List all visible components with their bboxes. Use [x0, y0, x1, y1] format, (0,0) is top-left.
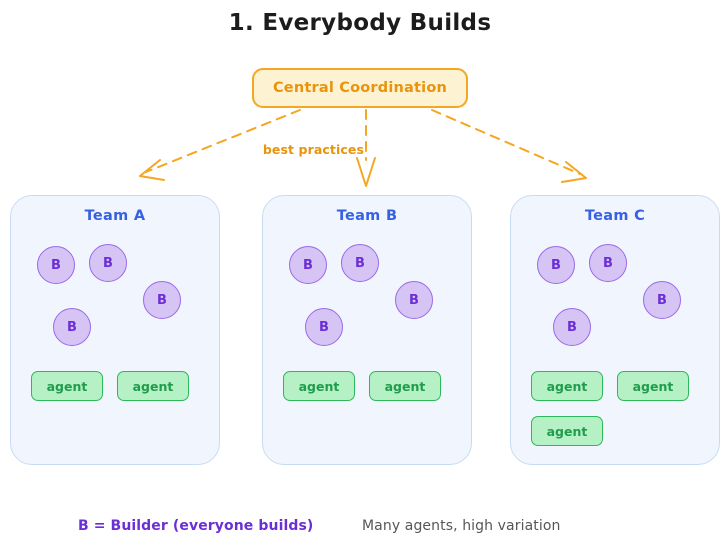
agent-node[interactable]: agent	[117, 371, 189, 401]
team-panel-b[interactable]: Team B B B B B agent agent	[262, 195, 472, 465]
builder-label: B	[67, 319, 77, 335]
legend-note: Many agents, high variation	[362, 518, 561, 534]
central-coordination-node[interactable]: Central Coordination	[252, 68, 468, 108]
team-title-c: Team C	[584, 208, 646, 224]
builder-label: B	[355, 255, 365, 271]
builder-node[interactable]: B	[143, 281, 181, 319]
builder-node[interactable]: B	[37, 246, 75, 284]
builder-node[interactable]: B	[89, 244, 127, 282]
agent-node[interactable]: agent	[531, 371, 603, 401]
builder-node[interactable]: B	[537, 246, 575, 284]
builder-label: B	[303, 257, 313, 273]
builder-label: B	[657, 292, 667, 308]
builder-label: B	[103, 255, 113, 271]
builder-node[interactable]: B	[589, 244, 627, 282]
team-panel-c[interactable]: Team C B B B B agent agent agent	[510, 195, 720, 465]
agent-node[interactable]: agent	[369, 371, 441, 401]
central-coordination-label: Central Coordination	[272, 80, 448, 96]
builder-label: B	[51, 257, 61, 273]
agent-node[interactable]: agent	[31, 371, 103, 401]
builder-label: B	[157, 292, 167, 308]
builder-label: B	[603, 255, 613, 271]
builder-node[interactable]: B	[395, 281, 433, 319]
arrow-to-team-c	[431, 109, 587, 183]
builder-node[interactable]: B	[553, 308, 591, 346]
agent-label: agent	[384, 378, 426, 394]
agent-node[interactable]: agent	[617, 371, 689, 401]
agent-label: agent	[632, 378, 674, 394]
builder-node[interactable]: B	[305, 308, 343, 346]
best-practices-label: best practices	[262, 142, 364, 157]
builder-label: B	[551, 257, 561, 273]
builder-node[interactable]: B	[643, 281, 681, 319]
agent-node[interactable]: agent	[283, 371, 355, 401]
agent-label: agent	[546, 378, 588, 394]
team-title-a: Team A	[84, 208, 146, 224]
builder-node[interactable]: B	[289, 246, 327, 284]
builder-node[interactable]: B	[53, 308, 91, 346]
agent-label: agent	[132, 378, 174, 394]
builder-label: B	[567, 319, 577, 335]
team-panel-a[interactable]: Team A B B B B agent agent	[10, 195, 220, 465]
builder-label: B	[319, 319, 329, 335]
agent-label: agent	[546, 423, 588, 439]
agent-label: agent	[46, 378, 88, 394]
team-title-b: Team B	[336, 208, 398, 224]
page-title: 1. Everybody Builds	[228, 10, 492, 36]
agent-node[interactable]: agent	[531, 416, 603, 446]
builder-label: B	[409, 292, 419, 308]
builder-node[interactable]: B	[341, 244, 379, 282]
agent-label: agent	[298, 378, 340, 394]
legend-builder-key: B = Builder (everyone builds)	[78, 518, 314, 534]
